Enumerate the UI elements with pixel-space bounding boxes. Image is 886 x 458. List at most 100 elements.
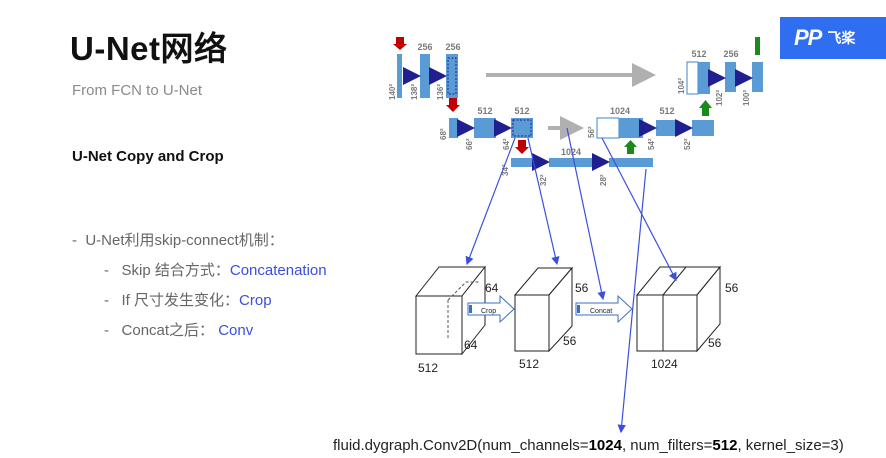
size-label: 136² xyxy=(436,84,445,100)
cube-dim-label: 512 xyxy=(418,361,438,375)
page-title: U-Net网络 xyxy=(70,30,228,67)
cube-front-face xyxy=(514,294,550,352)
code-value: 512 xyxy=(712,437,738,454)
crop-region xyxy=(512,119,532,137)
feature-map-block xyxy=(752,62,763,92)
cube-front-face xyxy=(415,295,463,355)
cube-dim-label: 64 xyxy=(464,338,478,352)
channel-label: 512 xyxy=(477,106,492,116)
bullet-text: Concat之后： xyxy=(121,322,215,339)
cube-dim-label: 56 xyxy=(575,281,589,295)
code-part: , kernel_size=3) xyxy=(737,437,844,454)
channel-label: 1024 xyxy=(610,106,630,116)
feature-map-block xyxy=(692,120,714,136)
bullet-highlight: Conv xyxy=(218,322,254,339)
bullet-text: U-Net利用skip-connect机制： xyxy=(85,232,284,249)
upconv-arrow-icon xyxy=(699,100,712,116)
output-marker-icon xyxy=(755,37,760,55)
crop-region xyxy=(447,57,457,95)
channel-label: 512 xyxy=(514,106,529,116)
channel-label: 512 xyxy=(659,106,674,116)
concat-copy-block xyxy=(596,117,620,139)
channel-label: 256 xyxy=(417,42,432,52)
cube-dim-label: 56 xyxy=(563,334,577,348)
size-label: 52² xyxy=(683,138,692,150)
code-snippet: fluid.dygraph.Conv2D(num_channels=1024, … xyxy=(333,437,844,454)
logo-mark: PP xyxy=(794,25,822,50)
concat-label: Concat xyxy=(590,308,612,315)
cube-dim-label: 512 xyxy=(519,357,539,371)
concat-copy-block xyxy=(686,61,699,95)
code-value: 1024 xyxy=(588,437,622,454)
concat-arrow: Concat xyxy=(575,294,633,324)
pointer-line xyxy=(527,137,560,266)
cube-dim-label: 56 xyxy=(708,336,722,350)
feature-map-block xyxy=(511,118,533,138)
bullet-dash: - xyxy=(104,322,109,339)
pointer-line xyxy=(617,168,647,434)
page-subtitle: From FCN to U-Net xyxy=(72,82,203,99)
feature-map-block xyxy=(397,54,402,98)
size-label: 32² xyxy=(539,174,548,186)
cube-dim-label: 56 xyxy=(725,281,739,295)
size-label: 104² xyxy=(677,78,686,94)
channel-label: 256 xyxy=(723,49,738,59)
encoder-level-2: 512 512 68² 66² 64² xyxy=(439,106,533,154)
cube-dim-label: 1024 xyxy=(651,357,678,371)
decoder-level-1: 512 256 104² 102² 100² xyxy=(677,37,763,106)
bullet-item: - Concat之后： Conv xyxy=(104,319,253,340)
pointer-line xyxy=(465,137,516,266)
size-label: 68² xyxy=(439,128,448,140)
size-label: 140² xyxy=(388,84,397,100)
encoder-level-1: 256 256 140² 138² 136² xyxy=(388,37,461,112)
size-label: 102² xyxy=(715,90,724,106)
bullet-item: - U-Net利用skip-connect机制： xyxy=(72,229,284,250)
paddle-logo: PP 飞桨 xyxy=(780,17,886,59)
decoder-level-2: 1024 512 56² 54² 52² xyxy=(587,100,714,154)
size-label: 28² xyxy=(599,174,608,186)
feature-map-block xyxy=(474,118,496,138)
bullet-item: - Skip 结合方式：Concatenation xyxy=(104,259,327,280)
crop-arrow: Crop xyxy=(467,294,515,324)
feature-map-block xyxy=(619,118,643,138)
bullet-highlight: Crop xyxy=(239,292,272,309)
bullet-text: Skip 结合方式： xyxy=(121,262,230,279)
input-arrow-icon xyxy=(393,37,407,50)
maxpool-arrow-icon xyxy=(446,98,460,112)
logo-name: 飞桨 xyxy=(827,30,856,46)
size-label: 66² xyxy=(465,138,474,150)
bullet-dash: - xyxy=(104,262,109,279)
pointer-lines xyxy=(465,127,677,434)
feature-map-block xyxy=(609,158,653,167)
cube-dim-label: 64 xyxy=(485,281,499,295)
feature-map-block xyxy=(698,62,710,94)
size-label: 138² xyxy=(410,84,419,100)
size-label: 100² xyxy=(742,90,751,106)
pointer-line xyxy=(601,137,677,282)
section-heading: U-Net Copy and Crop xyxy=(72,148,224,165)
code-part: fluid.dygraph.Conv2D(num_channels= xyxy=(333,437,589,454)
cube-cropped-feature xyxy=(513,266,574,353)
feature-map-block xyxy=(549,158,593,167)
crop-dashed-outline xyxy=(447,281,480,301)
cube-front-face xyxy=(636,294,698,352)
channel-label: 512 xyxy=(691,49,706,59)
bullet-dash: - xyxy=(72,232,77,249)
bullet-text: If 尺寸发生变化： xyxy=(121,292,240,309)
channel-label: 256 xyxy=(445,42,460,52)
size-label: 34² xyxy=(501,164,510,176)
feature-map-block xyxy=(420,54,430,98)
code-part: , num_filters= xyxy=(621,437,713,454)
bullet-dash: - xyxy=(104,292,109,309)
size-label: 64² xyxy=(502,138,511,150)
cube-concat-feature xyxy=(635,265,722,353)
crop-label: Crop xyxy=(481,308,496,315)
size-label: 56² xyxy=(587,126,596,138)
feature-map-block xyxy=(446,54,458,98)
pointer-line xyxy=(566,127,606,301)
size-label: 54² xyxy=(647,138,656,150)
bullet-highlight: Concatenation xyxy=(229,262,327,279)
maxpool-arrow-icon xyxy=(515,140,529,154)
feature-map-block xyxy=(656,120,678,136)
